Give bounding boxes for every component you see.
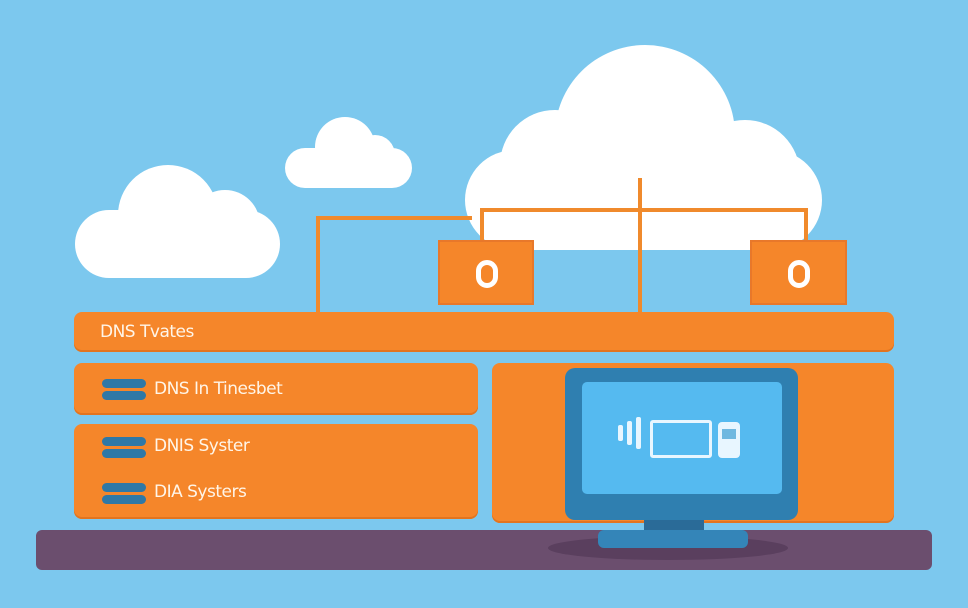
link-icon (476, 260, 498, 288)
server-icon (102, 437, 146, 459)
row-label: DNIS Syster (154, 436, 250, 456)
tablet-icon (650, 420, 712, 458)
row-group-systems: DNIS Syster DIA Systers (74, 424, 478, 519)
monitor-foot (598, 530, 748, 548)
base-platform (36, 530, 932, 570)
link-node-right (750, 240, 847, 305)
server-icon (102, 483, 146, 505)
signal-icon (618, 425, 623, 441)
monitor-screen (582, 382, 782, 494)
row-label: DIA Systers (154, 482, 247, 502)
dns-header-bar: DNS Tvates (74, 312, 894, 352)
header-label: DNS Tvates (100, 322, 194, 342)
server-icon (102, 379, 146, 401)
phone-icon (718, 422, 740, 458)
row-dns-in: DNS In Tinesbet (74, 363, 478, 415)
row-label: DNS In Tinesbet (154, 379, 283, 399)
link-node-left (438, 240, 534, 305)
link-icon (788, 260, 810, 288)
